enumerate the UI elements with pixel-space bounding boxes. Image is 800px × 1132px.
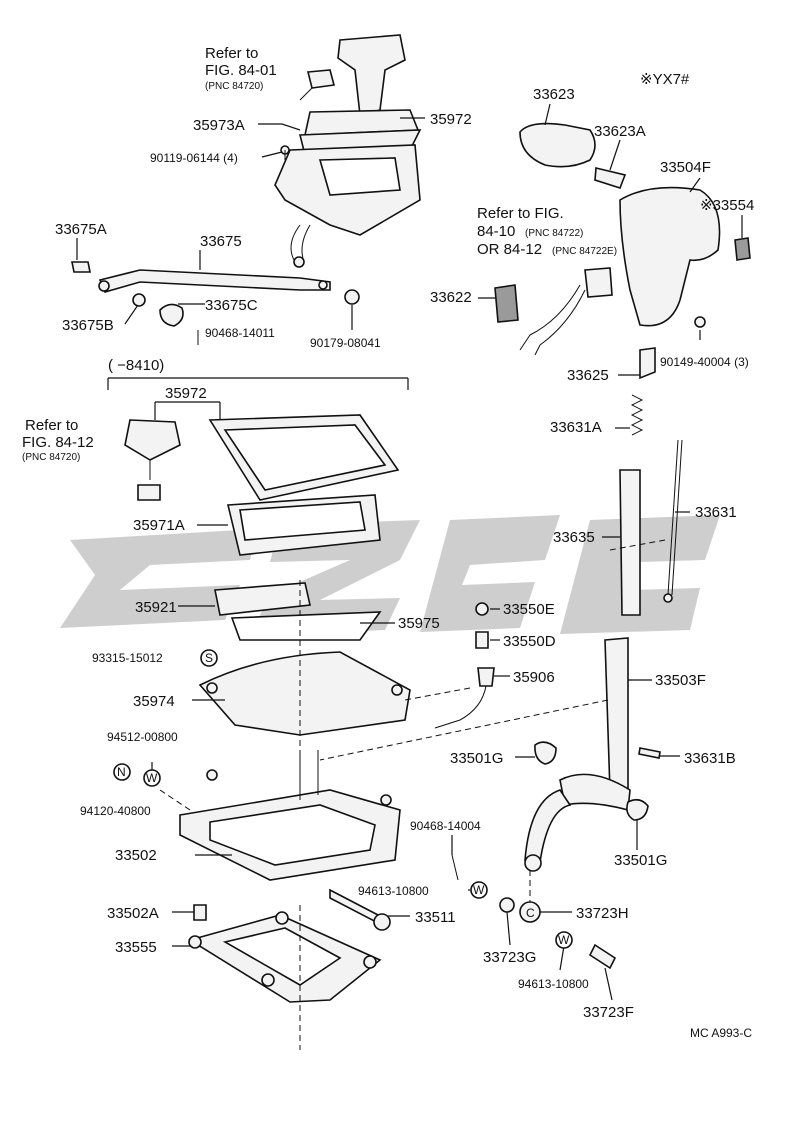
symbol-s: S bbox=[205, 651, 213, 665]
label-35906: 35906 bbox=[513, 669, 555, 686]
label-33623: 33623 bbox=[533, 86, 575, 103]
label-33554: ※33554 bbox=[700, 197, 754, 214]
label-33631B: 33631B bbox=[684, 750, 736, 767]
figure-code: MC A993-C bbox=[690, 1026, 752, 1040]
label-33550E: 33550E bbox=[503, 601, 555, 618]
label-33502A: 33502A bbox=[107, 905, 159, 922]
ref1-line1: Refer to bbox=[205, 45, 258, 62]
shift-knob-group bbox=[494, 122, 751, 970]
symbol-w3: W bbox=[558, 933, 570, 947]
range-bracket bbox=[107, 377, 409, 420]
label-33723H: 33723H bbox=[576, 905, 629, 922]
label-33675A: 33675A bbox=[55, 221, 107, 238]
label-33631A: 33631A bbox=[550, 419, 602, 436]
label-33503F: 33503F bbox=[655, 672, 706, 689]
label-35974: 35974 bbox=[133, 693, 175, 710]
label-33622: 33622 bbox=[430, 289, 472, 306]
base-plate-assembly bbox=[179, 750, 459, 1003]
part-labels: ※YX7# Refer to FIG. 84-01 (PNC 84720) 35… bbox=[22, 45, 754, 1040]
label-90468-14011: 90468-14011 bbox=[205, 326, 275, 340]
label-35971A: 35971A bbox=[133, 517, 185, 534]
label-33723G: 33723G bbox=[483, 949, 536, 966]
label-33502: 33502 bbox=[115, 847, 157, 864]
label-35921: 35921 bbox=[135, 599, 177, 616]
ref1-line2: FIG. 84-01 bbox=[205, 62, 277, 79]
symbol-w2: W bbox=[473, 883, 485, 897]
ref2-line2: 84-10 bbox=[477, 223, 515, 240]
label-93315: 93315-15012 bbox=[92, 651, 163, 665]
label-33501G-b: 33501G bbox=[614, 852, 667, 869]
label-33623A: 33623A bbox=[594, 123, 646, 140]
symbol-c: C bbox=[526, 906, 535, 920]
label-33723F: 33723F bbox=[583, 1004, 634, 1021]
ref2-line3b: (PNC 84722E) bbox=[552, 246, 617, 257]
label-94120: 94120-40800 bbox=[80, 804, 151, 818]
label-35972-mid: 35972 bbox=[165, 385, 207, 402]
symbol-n: N bbox=[117, 765, 126, 779]
label-90149: 90149-40004 (3) bbox=[660, 355, 749, 369]
shift-lever-upper-assembly bbox=[274, 34, 422, 268]
circled-symbols: S N W W W C bbox=[113, 649, 573, 949]
label-33504F: 33504F bbox=[660, 159, 711, 176]
label-90179: 90179-08041 bbox=[310, 336, 381, 350]
indicator-housing bbox=[124, 414, 495, 736]
ref3-line3: (PNC 84720) bbox=[22, 452, 80, 463]
label-33675B: 33675B bbox=[62, 317, 114, 334]
ref2-line2b: (PNC 84722) bbox=[525, 228, 583, 239]
label-33625: 33625 bbox=[567, 367, 609, 384]
symbol-w1: W bbox=[146, 771, 158, 785]
ref3-line2: FIG. 84-12 bbox=[22, 434, 94, 451]
variant-code: ※YX7# bbox=[640, 71, 690, 88]
label-33501G-a: 33501G bbox=[450, 750, 503, 767]
label-33550D: 33550D bbox=[503, 633, 556, 650]
label-33555: 33555 bbox=[115, 939, 157, 956]
label-90119: 90119-06144 (4) bbox=[150, 151, 238, 165]
label-33675: 33675 bbox=[200, 233, 242, 250]
label-94613-b: 94613-10800 bbox=[518, 977, 589, 991]
ref2-line1: Refer to FIG. bbox=[477, 205, 564, 222]
label-33511: 33511 bbox=[415, 909, 456, 926]
ref1-line3: (PNC 84720) bbox=[205, 81, 263, 92]
label-94613-a: 94613-10800 bbox=[358, 884, 429, 898]
range-label: ( −8410) bbox=[108, 357, 164, 374]
linkage-rod bbox=[71, 261, 360, 345]
label-94512: 94512-00800 bbox=[107, 730, 178, 744]
label-33635: 33635 bbox=[553, 529, 595, 546]
label-33631: 33631 bbox=[695, 504, 737, 521]
ref2-line3: OR 84-12 bbox=[477, 241, 542, 258]
label-35975: 35975 bbox=[398, 615, 440, 632]
label-35972-top: 35972 bbox=[430, 111, 472, 128]
assembly-dashed-lines bbox=[159, 539, 666, 1050]
label-35973A: 35973A bbox=[193, 117, 245, 134]
ref3-line1: Refer to bbox=[25, 417, 78, 434]
label-90468-14004: 90468-14004 bbox=[410, 819, 481, 833]
leader-lines bbox=[76, 103, 743, 1001]
label-33675C: 33675C bbox=[205, 297, 258, 314]
